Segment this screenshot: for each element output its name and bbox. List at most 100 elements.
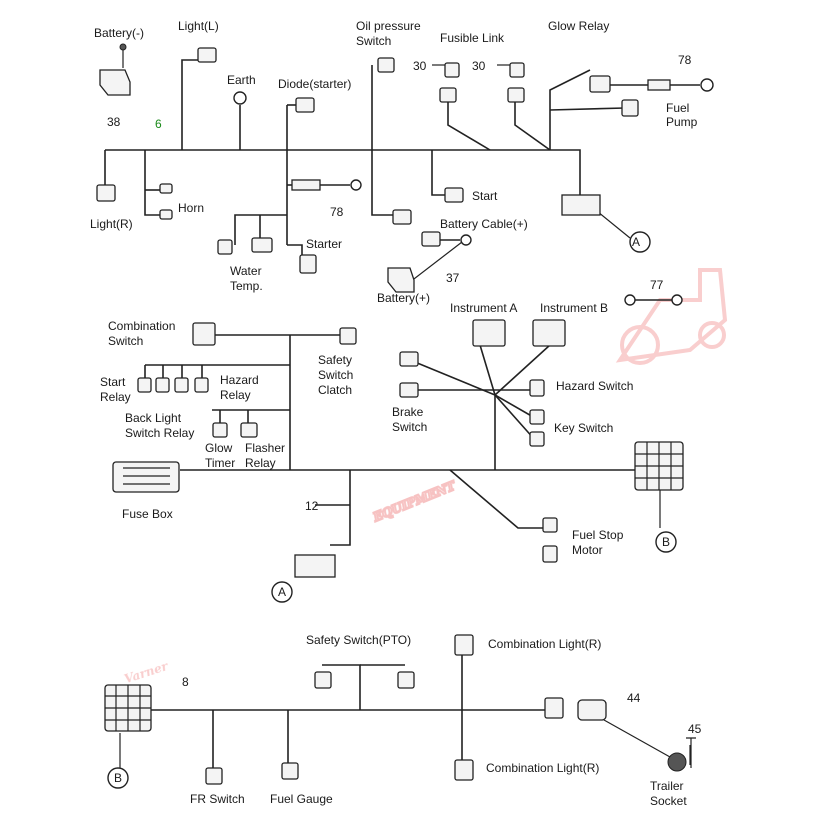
label-light-l: Light(L) xyxy=(178,19,219,33)
combination-light-bottom-connector[interactable] xyxy=(454,759,474,781)
label-trailer-socket-2: Socket xyxy=(650,794,687,808)
start-relay-connector-1[interactable] xyxy=(137,377,152,393)
number-30-b: 30 xyxy=(472,59,486,73)
section-engine-components xyxy=(96,43,714,293)
oil-pressure-switch-connector[interactable] xyxy=(377,57,395,73)
label-safety-switch-clatch-2: Switch xyxy=(318,368,353,382)
label-start: Start xyxy=(472,189,498,203)
fuel-stop-motor-connector-2[interactable] xyxy=(542,545,558,563)
water-temp-connector[interactable] xyxy=(217,239,233,255)
label-water-temp-2: Temp. xyxy=(230,279,263,293)
brake-switch-connector[interactable] xyxy=(399,382,419,398)
label-fuel-gauge: Fuel Gauge xyxy=(270,792,333,806)
fuel-pump-terminal[interactable] xyxy=(700,78,714,92)
key-switch-connector-2[interactable] xyxy=(529,431,545,447)
label-flasher-relay: Flasher xyxy=(245,441,285,455)
tractor-logo-icon xyxy=(615,268,728,365)
number-8: 8 xyxy=(182,675,189,689)
label-horn: Horn xyxy=(178,201,204,215)
terminal-77-right[interactable] xyxy=(671,294,683,306)
number-78-a: 78 xyxy=(678,53,692,67)
battery-negative-terminal[interactable] xyxy=(99,43,131,96)
connector-a-block-2[interactable] xyxy=(294,554,336,578)
label-hazard-relay-2: Relay xyxy=(220,388,251,402)
terminal-77-left[interactable] xyxy=(624,294,636,306)
trailer-socket[interactable] xyxy=(667,752,687,772)
connector-b-marker-top[interactable] xyxy=(655,531,677,553)
label-back-light-relay: Back Light xyxy=(125,411,182,425)
label-combination-switch: Combination xyxy=(108,319,175,333)
brake-switch-connector-top[interactable] xyxy=(399,351,419,367)
battery-cable-terminal[interactable] xyxy=(460,234,472,246)
section-dash-components xyxy=(112,294,684,603)
start-relay-connector-2[interactable] xyxy=(155,377,170,393)
watermark-script: Varner xyxy=(122,659,171,687)
safety-switch-clatch-connector[interactable] xyxy=(339,327,357,345)
number-77: 77 xyxy=(650,278,664,292)
start-connector[interactable] xyxy=(444,187,464,203)
number-78-b: 78 xyxy=(330,205,344,219)
trailer-socket-plug[interactable] xyxy=(577,699,607,721)
glow-relay-body[interactable] xyxy=(621,99,639,117)
instrument-b-connector[interactable] xyxy=(532,319,566,347)
connector-b-marker-bottom[interactable] xyxy=(107,767,129,789)
fusible-link-connector-2[interactable] xyxy=(509,62,525,78)
label-start-relay: Start xyxy=(100,375,126,389)
label-brake-switch: Brake xyxy=(392,405,424,419)
oil-pressure-lower-connector[interactable] xyxy=(392,209,412,225)
label-trailer-socket: Trailer xyxy=(650,779,684,793)
key-switch-connector-1[interactable] xyxy=(529,409,545,425)
watermark-block-group: EQUIPMENT xyxy=(369,477,459,525)
connector-a-marker[interactable] xyxy=(629,231,651,253)
light-left-connector[interactable] xyxy=(197,47,217,63)
horn-connector-2[interactable] xyxy=(159,209,173,220)
label-instrument-a: Instrument A xyxy=(450,301,517,315)
rear-harness-end-connector[interactable] xyxy=(544,697,564,719)
start-relay-connector-3[interactable] xyxy=(174,377,189,393)
glow-relay-connector[interactable] xyxy=(589,75,611,93)
starter-connector[interactable] xyxy=(299,254,317,274)
label-oil-pressure: Oil pressure xyxy=(356,19,421,33)
label-glow-timer: Glow xyxy=(205,441,233,455)
safety-switch-pto-connector-1[interactable] xyxy=(314,671,332,689)
watermark-block: EQUIPMENT xyxy=(370,478,458,524)
hazard-relay-connector[interactable] xyxy=(194,377,209,393)
fusible-link-lead-1[interactable] xyxy=(439,87,457,103)
combination-switch-connector[interactable] xyxy=(192,322,216,346)
label-fuel-pump: Fuel xyxy=(666,101,689,115)
label-hazard-relay: Hazard xyxy=(220,373,259,387)
battery-positive-terminal[interactable] xyxy=(387,267,415,293)
label-flasher-relay-2: Relay xyxy=(245,456,276,470)
water-temp-connector-2[interactable] xyxy=(251,237,273,253)
fusible-link-lead-2[interactable] xyxy=(507,87,525,103)
fuse-box[interactable] xyxy=(112,461,180,493)
fusible-link-connector-1[interactable] xyxy=(444,62,460,78)
combination-light-top-connector[interactable] xyxy=(454,634,474,656)
safety-switch-pto-connector-2[interactable] xyxy=(397,671,415,689)
fuel-pump-fuse[interactable] xyxy=(647,79,671,91)
connector-a-block[interactable] xyxy=(561,194,601,216)
instrument-a-connector[interactable] xyxy=(472,319,506,347)
glow-timer-connector[interactable] xyxy=(212,422,228,438)
fuel-stop-motor-connector-1[interactable] xyxy=(542,517,558,533)
diode-starter-connector[interactable] xyxy=(295,97,315,113)
label-combination-light-top: Combination Light(R) xyxy=(488,637,601,651)
horn-connector-1[interactable] xyxy=(159,183,173,194)
hazard-switch-connector[interactable] xyxy=(529,379,545,397)
starter-fuse-terminal[interactable] xyxy=(350,179,362,191)
flasher-relay-connector[interactable] xyxy=(240,422,258,438)
number-30-a: 30 xyxy=(413,59,427,73)
number-38: 38 xyxy=(107,115,121,129)
light-right-connector[interactable] xyxy=(96,184,116,202)
number-6: 6 xyxy=(155,117,162,131)
connector-a-marker-2[interactable] xyxy=(271,581,293,603)
fuel-gauge-connector[interactable] xyxy=(281,762,299,780)
fr-switch-connector[interactable] xyxy=(205,767,223,785)
label-glow-relay: Glow Relay xyxy=(548,19,609,33)
label-fuel-stop-2: Motor xyxy=(572,543,603,557)
earth-terminal[interactable] xyxy=(233,91,247,105)
label-fr-switch: FR Switch xyxy=(190,792,245,806)
section-engine-labels: Battery(-) Light(L) Earth Diode(starter)… xyxy=(90,19,698,305)
starter-fuse[interactable] xyxy=(291,179,321,191)
battery-cable-connector[interactable] xyxy=(421,231,441,247)
